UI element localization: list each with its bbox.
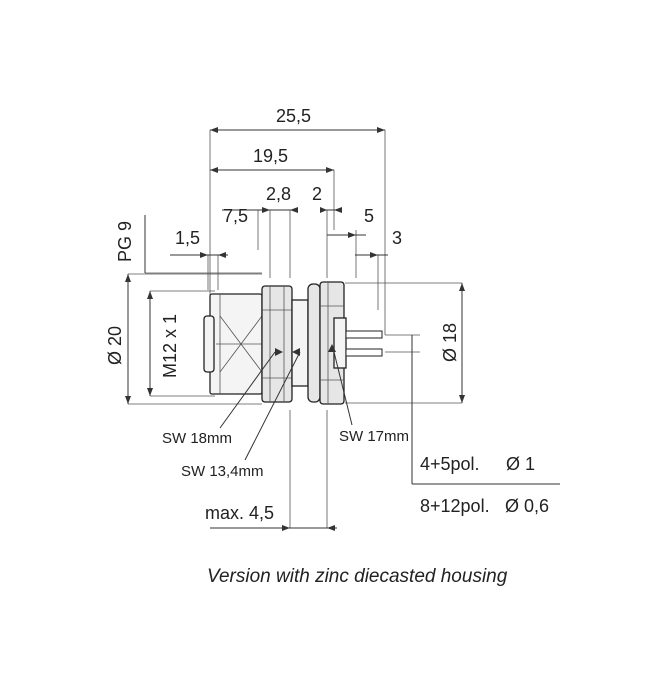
dim-1-5: 1,5 — [175, 228, 200, 248]
arrowheads — [125, 127, 465, 531]
dim-2-8: 2,8 — [266, 184, 291, 204]
label-diameter-20: Ø 20 — [105, 326, 125, 365]
pin-upper — [345, 330, 383, 339]
label-sw13-4: SW 13,4mm — [181, 463, 264, 480]
dim-7-5: 7,5 — [223, 206, 248, 226]
pin-row1-value: Ø 1 — [506, 454, 535, 474]
dim-max-4-5: max. 4,5 — [205, 503, 274, 523]
connector-body — [203, 281, 383, 405]
label-sw17: SW 17mm — [339, 428, 409, 445]
label-m12: M12 x 1 — [160, 314, 180, 378]
leader-lines — [219, 351, 353, 461]
dim-3: 3 — [392, 228, 402, 248]
front-face — [203, 315, 215, 373]
hex-nut-sw18 — [261, 285, 293, 403]
panel-body — [291, 299, 309, 387]
label-diameter-18: Ø 18 — [440, 323, 460, 362]
caption: Version with zinc diecasted housing — [207, 566, 508, 587]
washer — [307, 283, 321, 403]
dim-5: 5 — [364, 206, 374, 226]
dim-housing-length: 19,5 — [253, 146, 288, 166]
label-pg9: PG 9 — [115, 221, 135, 262]
rear-housing — [333, 317, 347, 369]
dim-2: 2 — [312, 184, 322, 204]
label-sw18: SW 18mm — [162, 430, 232, 447]
pin-row2-value: Ø 0,6 — [505, 496, 549, 516]
pin-lower — [345, 348, 383, 357]
pin-row1-label: 4+5pol. — [420, 454, 480, 474]
pin-row2-label: 8+12pol. — [420, 496, 490, 516]
dim-overall-length: 25,5 — [276, 106, 311, 126]
dimension-lines — [127, 129, 560, 529]
